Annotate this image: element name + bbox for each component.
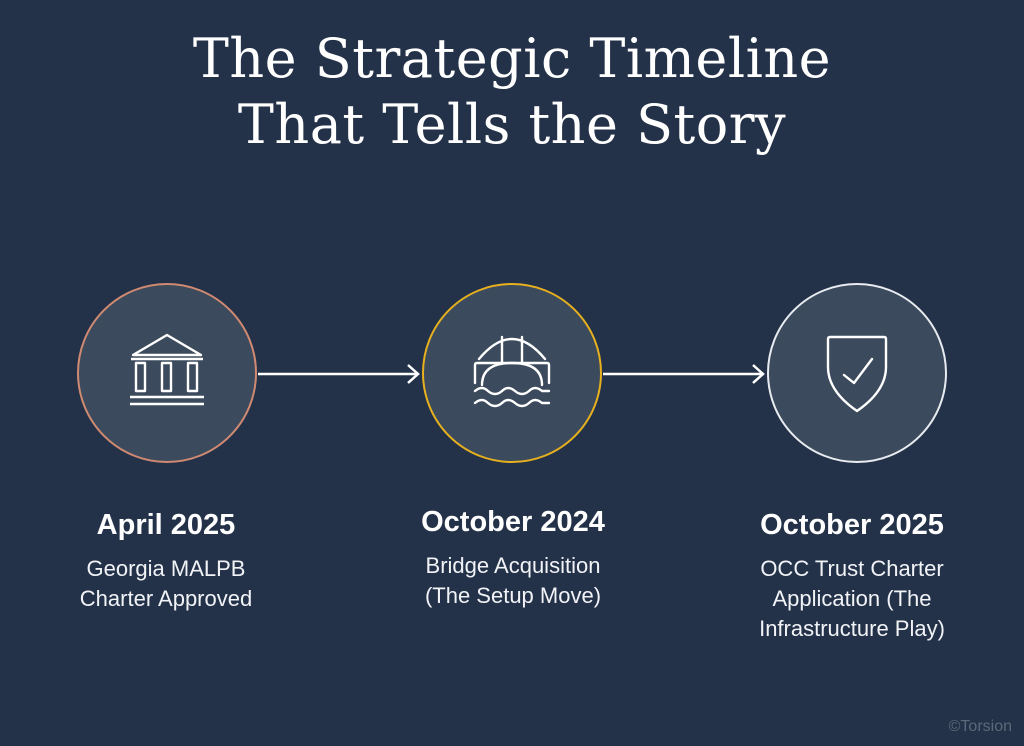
timeline-node-3 bbox=[767, 283, 947, 463]
timeline-date: April 2025 bbox=[96, 509, 236, 541]
timeline-node-2 bbox=[422, 283, 602, 463]
shield-check-icon bbox=[826, 335, 888, 413]
timeline-description: Georgia MALPB Charter Approved bbox=[79, 556, 253, 611]
timeline-label-1: April 2025 Georgia MALPB Charter Approve… bbox=[16, 506, 316, 614]
timeline-date: October 2025 bbox=[760, 509, 944, 541]
title-line-2: That Tells the Story bbox=[237, 93, 787, 156]
arrow-1-to-2 bbox=[258, 364, 420, 384]
page-title: The Strategic Timeline That Tells the St… bbox=[0, 26, 1024, 158]
timeline-label-3: October 2025 OCC Trust Charter Applicati… bbox=[702, 506, 1002, 644]
arrow-2-to-3 bbox=[603, 364, 765, 384]
copyright-text: ©Torsion bbox=[948, 718, 1012, 735]
title-line-1: The Strategic Timeline bbox=[192, 27, 832, 90]
bridge-over-water-icon bbox=[473, 335, 551, 408]
timeline-date: October 2024 bbox=[421, 506, 605, 538]
timeline-description: Bridge Acquisition (The Setup Move) bbox=[424, 553, 602, 608]
timeline-label-2: October 2024 Bridge Acquisition (The Set… bbox=[363, 503, 663, 611]
timeline-description: OCC Trust Charter Application (The Infra… bbox=[759, 556, 945, 641]
bank-building-icon bbox=[130, 333, 204, 406]
timeline-node-1 bbox=[77, 283, 257, 463]
